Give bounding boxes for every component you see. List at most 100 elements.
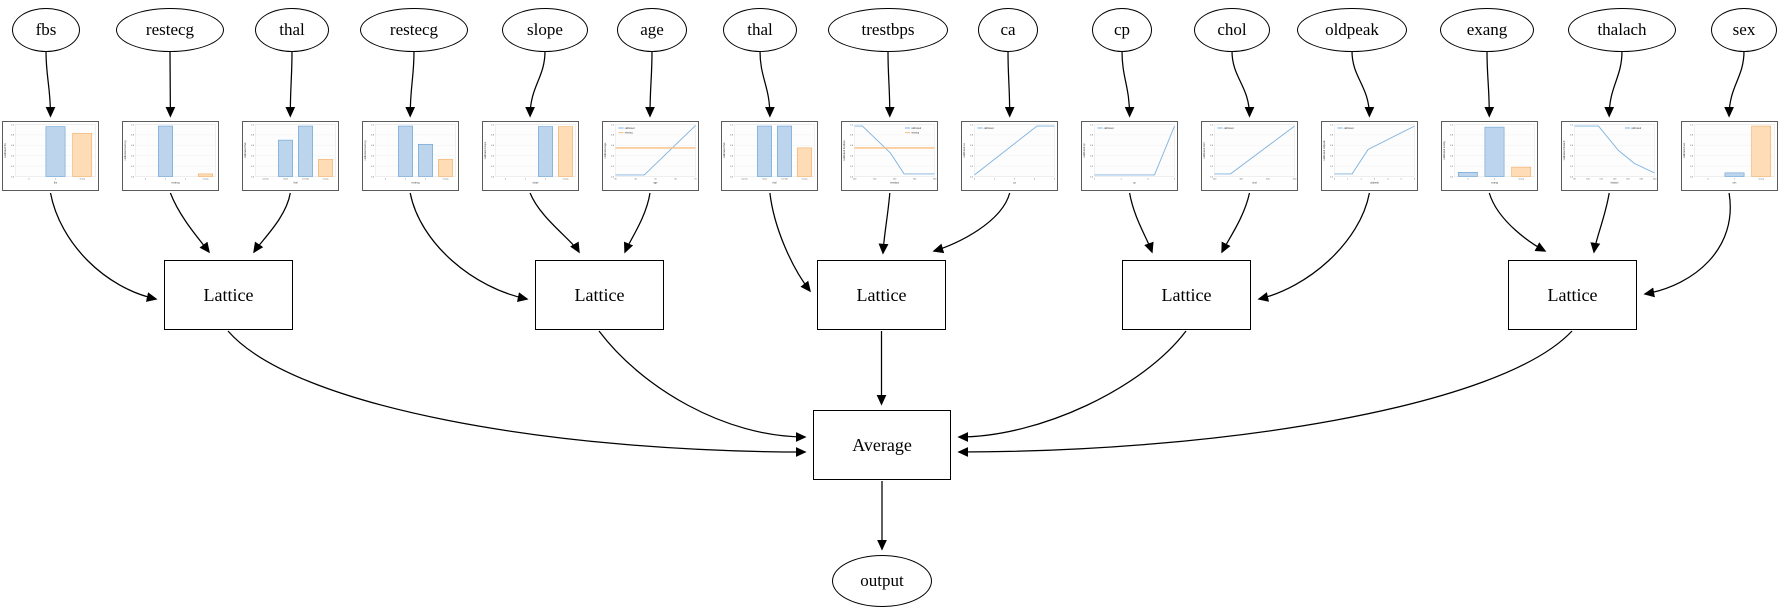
input-node-thalach: thalach (1568, 8, 1676, 52)
graph-edge-arrow (49, 192, 158, 302)
svg-text:slope: slope (532, 182, 539, 185)
svg-text:0.8: 0.8 (1330, 135, 1334, 137)
svg-text:1.0: 1.0 (1570, 124, 1574, 126)
svg-text:0.0: 0.0 (730, 176, 734, 178)
svg-text:0.0: 0.0 (131, 176, 135, 178)
svg-text:400: 400 (1266, 179, 1270, 181)
svg-text:2: 2 (1014, 179, 1016, 181)
svg-text:1.0: 1.0 (1210, 124, 1214, 126)
svg-text:0.6: 0.6 (1450, 145, 1454, 147)
svg-text:0: 0 (1334, 179, 1336, 181)
svg-text:missing: missing (562, 179, 568, 181)
input-node-trestbps: trestbps (828, 8, 948, 52)
svg-text:0.8: 0.8 (251, 135, 255, 137)
svg-text:0: 0 (974, 179, 976, 181)
graph-edge-arrow (598, 330, 807, 442)
graph-edge-arrow (45, 50, 56, 118)
svg-text:1: 1 (405, 179, 407, 181)
svg-text:0.2: 0.2 (1570, 166, 1574, 168)
svg-text:4: 4 (1054, 179, 1056, 181)
svg-text:0.6: 0.6 (1330, 145, 1334, 147)
lattice-node-3: Lattice (817, 260, 946, 330)
graph-edge-arrow (623, 192, 651, 254)
graph-edge-arrow (405, 50, 416, 118)
svg-text:2: 2 (1121, 179, 1123, 181)
input-node-age: age (617, 8, 687, 52)
graph-edge-arrow (227, 330, 807, 457)
svg-text:calibrated sex: calibrated sex (1683, 142, 1686, 158)
svg-text:0.8: 0.8 (11, 135, 15, 137)
svg-text:0.0: 0.0 (11, 176, 15, 178)
svg-text:calibrated thalach: calibrated thalach (1563, 140, 1566, 160)
svg-text:60: 60 (674, 179, 677, 181)
svg-text:0.6: 0.6 (11, 145, 15, 147)
svg-text:0.4: 0.4 (850, 156, 854, 158)
svg-text:0.2: 0.2 (371, 166, 375, 168)
graph-edge-arrow (957, 330, 1573, 457)
svg-text:70: 70 (694, 179, 697, 181)
svg-text:0.2: 0.2 (1090, 166, 1094, 168)
svg-text:calibrated fbs: calibrated fbs (4, 142, 7, 158)
svg-text:0.4: 0.4 (251, 156, 255, 158)
svg-text:120: 120 (873, 179, 877, 181)
graph-edge-arrow (759, 50, 775, 118)
input-node-slope: slope (502, 8, 588, 52)
input-node-fbs: fbs (12, 8, 80, 52)
svg-text:sex: sex (1732, 182, 1737, 185)
svg-text:missing: missing (203, 179, 209, 181)
svg-text:reversible: reversible (781, 179, 788, 181)
svg-text:100: 100 (1586, 179, 1590, 181)
svg-text:fixed: fixed (763, 179, 768, 181)
svg-text:thal: thal (773, 182, 777, 185)
svg-text:thalach: thalach (1610, 182, 1619, 185)
graph-edge-arrow (1121, 50, 1135, 118)
svg-text:0.8: 0.8 (1090, 135, 1094, 137)
svg-text:1: 1 (525, 179, 527, 181)
graph-edge-arrow (1004, 50, 1015, 118)
svg-text:0: 0 (1707, 179, 1709, 181)
svg-text:50: 50 (654, 179, 657, 181)
svg-text:40: 40 (634, 179, 637, 181)
svg-text:chol: chol (1252, 182, 1257, 185)
svg-text:140: 140 (893, 179, 897, 181)
svg-text:calibrated exang: calibrated exang (1443, 141, 1446, 160)
svg-text:0.0: 0.0 (1690, 176, 1694, 178)
svg-text:calibrated slope: calibrated slope (484, 141, 487, 159)
svg-text:0.4: 0.4 (1690, 156, 1694, 158)
svg-text:0.6: 0.6 (1570, 145, 1574, 147)
svg-text:1: 1 (1734, 179, 1736, 181)
svg-text:missing: missing (624, 132, 633, 134)
svg-text:0.0: 0.0 (611, 176, 615, 178)
lattice-node-5: Lattice (1508, 260, 1637, 330)
svg-text:0.2: 0.2 (1690, 166, 1694, 168)
graph-edge-arrow (645, 50, 655, 118)
svg-text:1: 1 (1494, 179, 1496, 181)
svg-text:calibrated: calibrated (624, 127, 635, 130)
svg-text:300: 300 (1239, 179, 1243, 181)
svg-text:0.8: 0.8 (611, 135, 615, 137)
svg-text:0.0: 0.0 (970, 176, 974, 178)
graph-edge-arrow (1128, 192, 1154, 254)
graph-edge-arrow (169, 192, 210, 254)
svg-text:1.0: 1.0 (611, 124, 615, 126)
svg-text:missing: missing (1758, 179, 1764, 181)
output-node: output (832, 555, 932, 607)
svg-text:0.2: 0.2 (1210, 166, 1214, 168)
svg-text:180: 180 (933, 179, 937, 181)
svg-text:0.4: 0.4 (611, 156, 615, 158)
svg-text:exang: exang (1491, 182, 1498, 185)
svg-text:0.8: 0.8 (131, 135, 135, 137)
svg-text:0.2: 0.2 (131, 166, 135, 168)
svg-text:fbs: fbs (54, 182, 58, 185)
svg-text:1.0: 1.0 (1690, 124, 1694, 126)
svg-text:0: 0 (385, 179, 387, 181)
svg-text:calibrated restecg: calibrated restecg (364, 140, 367, 160)
graph-edge-arrow (769, 192, 811, 293)
svg-text:100: 100 (853, 179, 857, 181)
graph-edge-arrow (285, 50, 296, 118)
svg-text:missing: missing (911, 132, 920, 134)
